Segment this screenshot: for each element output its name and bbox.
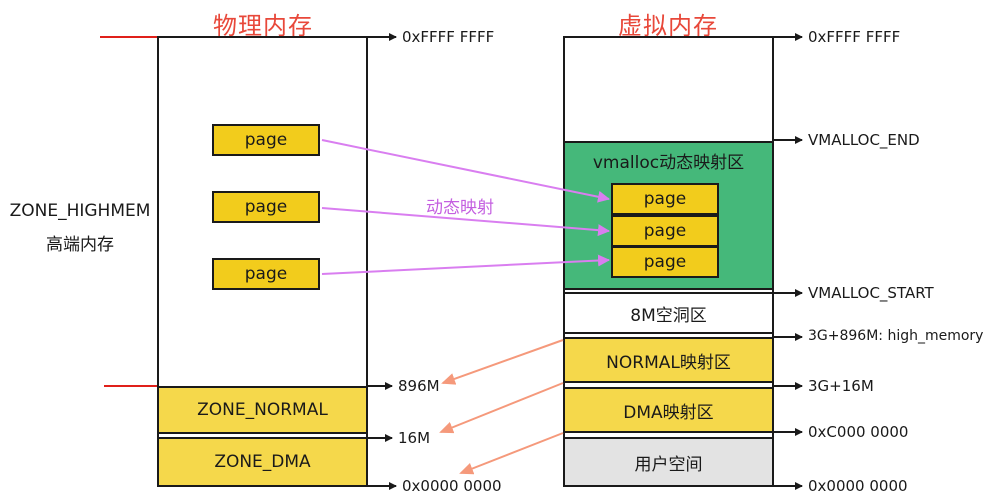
virtual-addr-high-memory: 3G+896M: high_memory (808, 328, 984, 344)
mapping-arrow-3 (321, 254, 610, 275)
virtual-addr-zero: 0x0000 0000 (808, 477, 908, 495)
physical-addr-zero: 0x0000 0000 (402, 477, 502, 495)
normal-map-region: NORMAL映射区 (563, 337, 774, 383)
physical-page-3: page (212, 258, 320, 290)
mapping-arrow-2 (321, 207, 610, 237)
physical-page-1: page (212, 124, 320, 156)
zone-highmem-sublabel: 高端内存 (46, 235, 114, 255)
dynamic-mapping-label: 动态映射 (426, 198, 494, 218)
dma-map-region: DMA映射区 (563, 387, 774, 433)
physical-addr-top: 0xFFFF FFFF (402, 28, 495, 46)
virtual-page-3: page (611, 246, 719, 278)
mapping-arrow-1 (321, 139, 610, 203)
physical-addr-16m: 16M (398, 429, 431, 447)
vmalloc-region-label: vmalloc动态映射区 (592, 153, 745, 173)
user-space-region: 用户空间 (563, 437, 774, 487)
zone-dma-block: ZONE_DMA (157, 437, 368, 487)
physical-addr-896m: 896M (398, 377, 440, 395)
virtual-page-1: page (611, 183, 719, 215)
zone-highmem-label: ZONE_HIGHMEM (9, 201, 151, 221)
dma-map-arrow (439, 382, 564, 434)
virtual-addr-c000: 0xC000 0000 (808, 423, 909, 441)
virtual-addr-vmalloc-start: VMALLOC_START (808, 284, 934, 302)
zone-normal-block: ZONE_NORMAL (157, 386, 368, 434)
virtual-page-2: page (611, 215, 719, 247)
virtual-addr-top: 0xFFFF FFFF (808, 28, 901, 46)
gap-8m-region: 8M空洞区 (563, 292, 774, 334)
virtual-addr-vmalloc-end: VMALLOC_END (808, 131, 920, 149)
virtual-addr-3g16m: 3G+16M (808, 377, 874, 395)
virtual-memory-title: 虚拟内存 (618, 12, 718, 40)
user-space-arrow (459, 432, 564, 475)
physical-memory-title: 物理内存 (213, 12, 313, 40)
physical-page-2: page (212, 191, 320, 223)
normal-map-arrow (441, 339, 564, 385)
